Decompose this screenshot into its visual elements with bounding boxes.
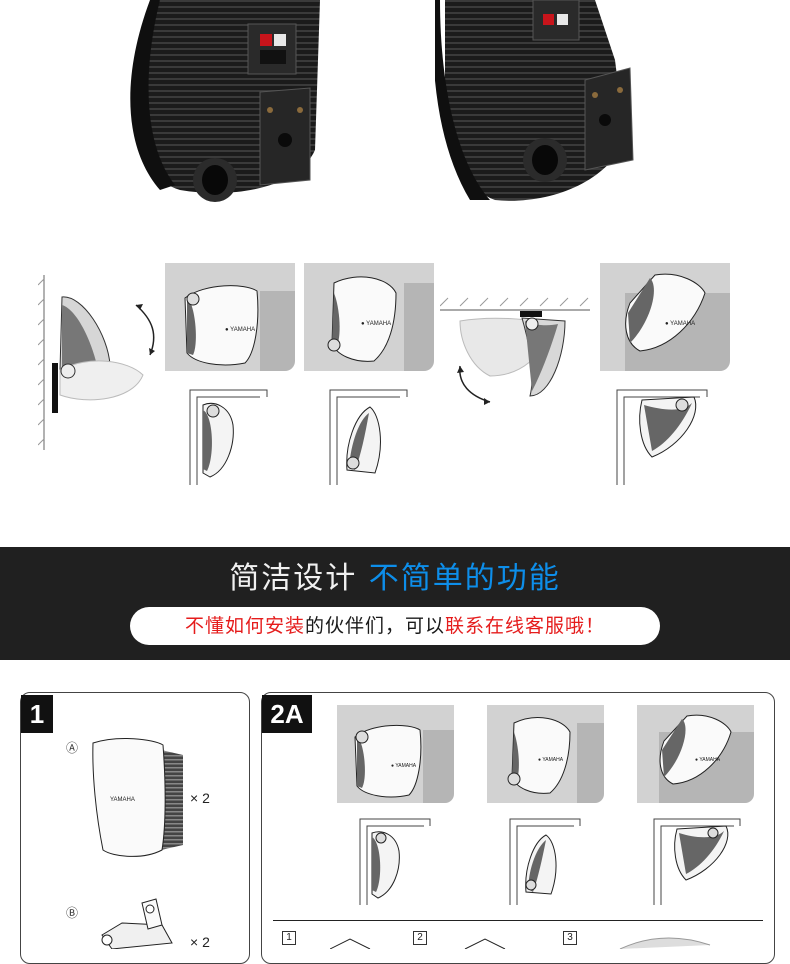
corner-mount-diagram-1: ● YAMAHA — [165, 263, 295, 371]
steps-divider — [273, 920, 763, 921]
step-1-marker: 1 — [282, 931, 296, 945]
mounting-bracket-part-icon — [101, 898, 173, 949]
ceiling-rotation-diagram — [440, 297, 590, 405]
svg-text:● YAMAHA: ● YAMAHA — [361, 321, 391, 327]
step-2-marker: 2 — [413, 931, 427, 945]
wall-rotation-diagram — [38, 275, 155, 450]
notice-red-start: 不懂如何安装 — [184, 615, 305, 637]
speaker-grille-part-icon: YAMAHA — [92, 738, 183, 857]
banner-title-highlight: 不简单的功能 — [368, 561, 561, 596]
panel2-side-view-2 — [509, 818, 581, 905]
step-3-marker: 3 — [563, 931, 577, 945]
panel-2a-tag: 2A — [262, 695, 312, 733]
svg-text:● YAMAHA: ● YAMAHA — [225, 327, 255, 333]
panel2-side-view-3 — [653, 818, 741, 905]
banner-title: 简洁设计 不简单的功能 — [0, 559, 790, 599]
side-view-2 — [329, 389, 408, 485]
panel2-corner-view-1: ● YAMAHA — [337, 705, 454, 803]
svg-text:● YAMAHA: ● YAMAHA — [695, 757, 721, 763]
install-help-notice: 不懂如何安装的伙伴们，可以联系在线客服哦！ — [130, 607, 660, 645]
notice-mid: 的伙伴们，可以 — [304, 615, 445, 637]
speaker-photo-right — [435, 0, 634, 201]
corner-mount-diagram-2: ● YAMAHA — [304, 263, 434, 371]
panel2-side-view-1 — [359, 818, 431, 905]
side-view-1 — [189, 389, 268, 485]
speaker-photo-left — [130, 0, 320, 202]
panel-1-tag: 1 — [21, 695, 53, 733]
panel2-corner-view-2: ● YAMAHA — [487, 705, 604, 803]
part-a-label: Ⓐ — [66, 741, 79, 755]
svg-text:● YAMAHA: ● YAMAHA — [538, 757, 564, 763]
part-b-quantity: × 2 — [190, 934, 210, 950]
part-b-label: Ⓑ — [66, 906, 79, 920]
side-view-3 — [616, 389, 708, 485]
notice-red-end: 联系在线客服哦！ — [445, 615, 606, 637]
step-diagram-peek — [330, 937, 711, 949]
part-a-quantity: × 2 — [190, 790, 210, 806]
panel2-corner-view-3: ● YAMAHA — [637, 705, 754, 803]
svg-text:● YAMAHA: ● YAMAHA — [665, 321, 695, 327]
svg-text:● YAMAHA: ● YAMAHA — [391, 763, 417, 769]
brand-mark: YAMAHA — [110, 797, 135, 803]
ceiling-corner-diagram: ● YAMAHA — [600, 263, 730, 371]
banner-title-plain: 简洁设计 — [229, 561, 358, 596]
